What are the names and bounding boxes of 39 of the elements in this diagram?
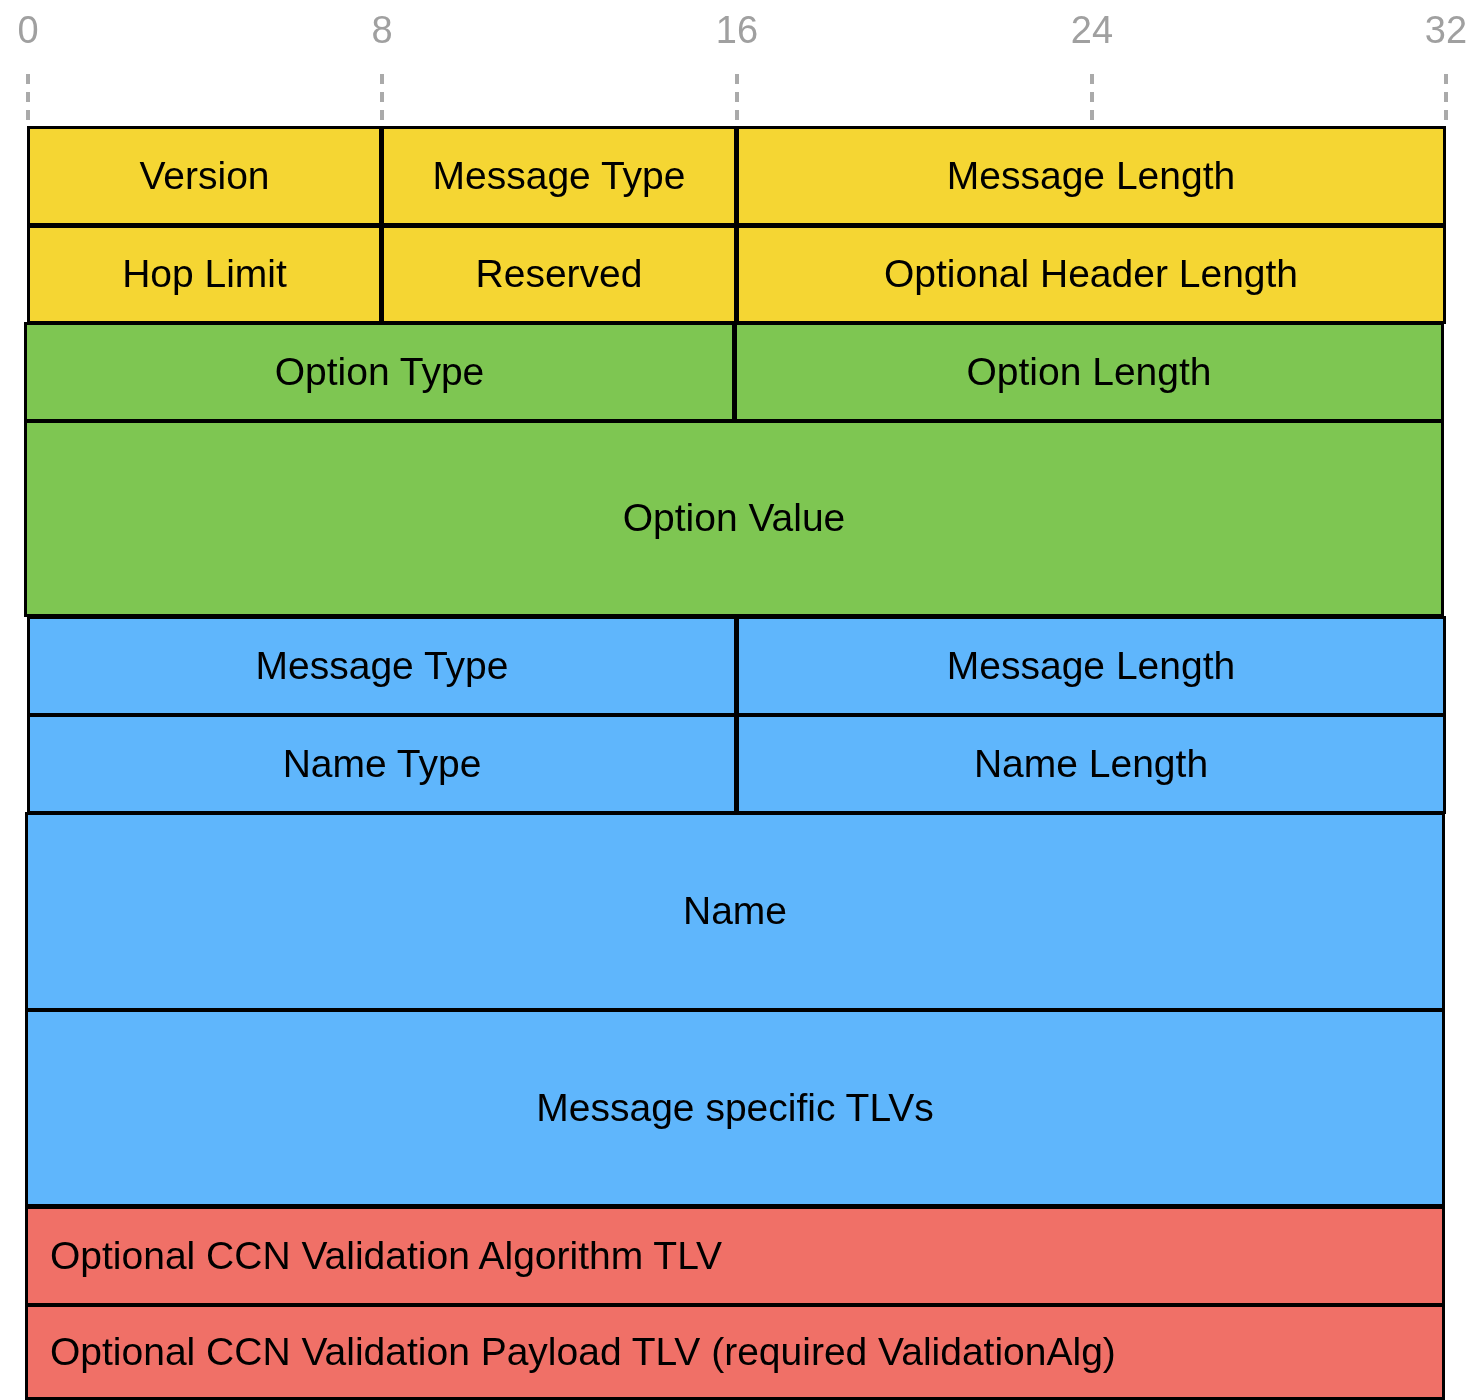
- field-name: Name Type: [282, 740, 482, 787]
- field-name: Hop Limit: [122, 251, 287, 298]
- field-cell: [27, 126, 382, 226]
- field-name: Name Length: [973, 740, 1209, 787]
- field-name: Optional CCN Validation Payload TLV (required ValidationAlg): [50, 1328, 1116, 1375]
- field-cell: [736, 714, 1446, 814]
- field-name: Message Type: [432, 152, 686, 199]
- field-name: Message Length: [946, 642, 1236, 689]
- field-name: Message specific TLVs: [536, 1084, 934, 1131]
- field-name: Optional CCN Validation Algorithm TLV: [50, 1232, 722, 1279]
- field-cell: [27, 225, 382, 324]
- field-name: Option Value: [622, 495, 846, 542]
- bit-offset-label: 0: [17, 8, 39, 52]
- bit-offset-label: 24: [1070, 8, 1114, 52]
- field-cell: [736, 225, 1446, 324]
- field-name: Name: [682, 888, 787, 935]
- field-cell: [27, 714, 737, 814]
- field-cell: [736, 126, 1446, 226]
- field-cell: [25, 1009, 1445, 1207]
- field-name: Option Length: [966, 348, 1212, 395]
- field-cell: [24, 420, 1444, 617]
- bit-offset-label: 8: [371, 8, 393, 52]
- field-name: Reserved: [475, 251, 643, 298]
- field-name: Message Type: [255, 642, 509, 689]
- field-name: Message Length: [946, 152, 1236, 199]
- bit-offset-label: 32: [1424, 8, 1468, 52]
- field-cell: [25, 1206, 1445, 1306]
- field-cell: [381, 126, 737, 226]
- field-cell: [24, 322, 735, 422]
- field-cell: [25, 812, 1445, 1011]
- bit-offset-label: 16: [715, 8, 759, 52]
- field-cell: [27, 616, 737, 716]
- field-cell: [734, 322, 1444, 422]
- field-cell: [736, 616, 1446, 716]
- field-name: Version: [139, 152, 270, 199]
- field-cell: [381, 225, 737, 324]
- field-name: Optional Header Length: [883, 251, 1299, 298]
- field-name: Option Type: [274, 348, 485, 395]
- field-cell: [25, 1304, 1445, 1400]
